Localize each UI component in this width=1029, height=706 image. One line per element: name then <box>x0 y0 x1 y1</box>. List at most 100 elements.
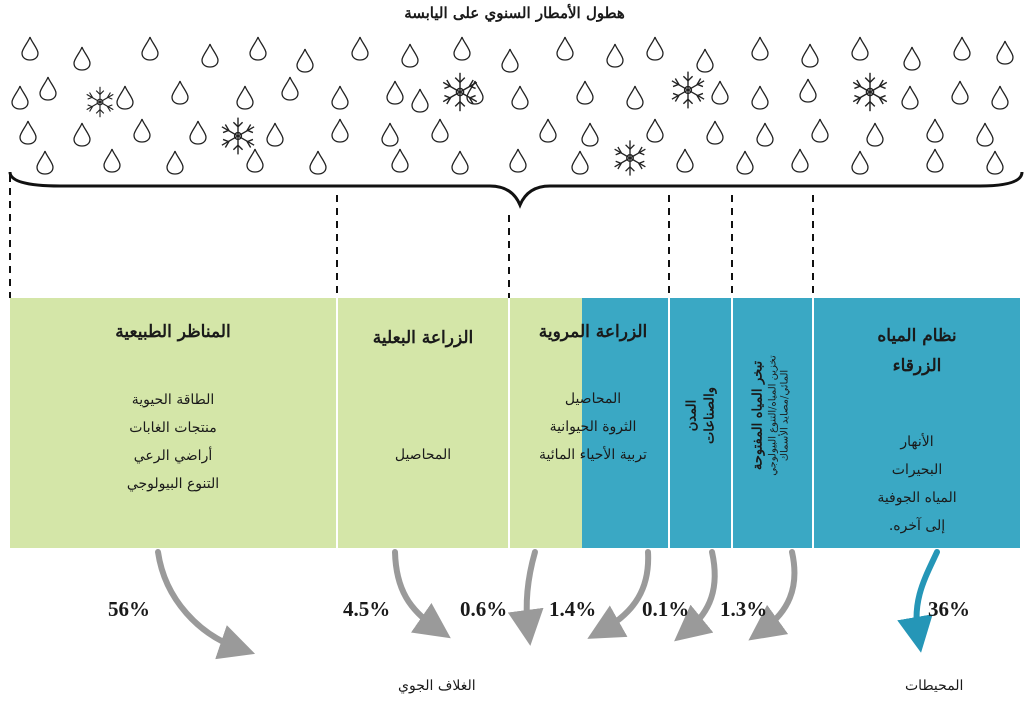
list-item: البحيرات <box>891 462 943 478</box>
raindrop-icon <box>976 122 994 147</box>
raindrop-icon <box>626 85 644 110</box>
irrigated-items: المحاصيل الثروة الحيوانية تربية الأحياء … <box>518 385 668 469</box>
percent-label: 36% <box>928 597 970 621</box>
raindrop-icon <box>646 118 664 143</box>
irrigated-heading: الزراعة المروية <box>538 322 648 342</box>
raindrop-icon <box>751 36 769 61</box>
snowflake-icon <box>442 72 478 112</box>
list-item: المياه الجوفية <box>877 490 957 506</box>
raindrop-icon <box>116 85 134 110</box>
raindrop-icon <box>901 85 919 110</box>
column-heading-line2: الزرقاء <box>892 356 942 376</box>
raindrop-icon <box>501 48 519 73</box>
percent-label: 1.3% <box>720 597 768 621</box>
dashed-dividers <box>9 175 814 298</box>
column-landscapes: المناظر الطبيعية الطاقة الحيوية منتجات ا… <box>10 298 336 548</box>
raindrop-icon <box>571 150 589 175</box>
raindrop-icon <box>381 122 399 147</box>
raindrop-icon <box>676 148 694 173</box>
raindrop-icon <box>751 85 769 110</box>
raindrop-icon <box>996 40 1014 65</box>
column-heading: تبخر المياه المفتوحة <box>750 360 766 471</box>
column-subtext: تخزين المياه/التنوع البيولوجي <box>767 355 779 476</box>
list-item: الأنهار <box>900 434 934 450</box>
raindrop-icon <box>926 118 944 143</box>
column-heading: نظام المياه <box>877 326 957 346</box>
snowflake-icon <box>86 86 114 118</box>
list-item: التنوع البيولوجي <box>126 476 220 492</box>
column-items: الطاقة الحيوية منتجات الغابات أراضي الرع… <box>10 386 336 498</box>
raindrop-icon <box>811 118 829 143</box>
raindrop-icon <box>73 122 91 147</box>
raindrop-icon <box>903 46 921 71</box>
raindrop-field <box>11 36 1014 175</box>
raindrop-icon <box>21 36 39 61</box>
raindrop-icon <box>453 36 471 61</box>
list-item: تربية الأحياء المائية <box>539 447 647 463</box>
raindrop-icon <box>736 150 754 175</box>
raindrop-icon <box>189 120 207 145</box>
column-heading: المدن <box>684 399 700 432</box>
raindrop-icon <box>951 80 969 105</box>
flow-arrows <box>155 549 940 660</box>
raindrop-icon <box>581 122 599 147</box>
raindrop-icon <box>791 148 809 173</box>
raindrop-icon <box>511 85 529 110</box>
list-item: أراضي الرعي <box>133 448 213 464</box>
snowflake-icon <box>852 72 888 112</box>
percent-label: 4.5% <box>343 597 391 621</box>
raindrop-icon <box>171 80 189 105</box>
destination-atmosphere: الغلاف الجوي <box>398 678 476 694</box>
column-blue-water: نظام المياه الزرقاء الأنهار البحيرات الم… <box>814 298 1020 548</box>
raindrop-icon <box>36 150 54 175</box>
raindrop-icon <box>201 43 219 68</box>
brace <box>8 171 1024 209</box>
raindrop-icon <box>606 43 624 68</box>
column-heading: المناظر الطبيعية <box>115 322 231 342</box>
column-heading: الزراعة البعلية <box>372 328 474 348</box>
column-cities-industries: المدن والصناعات <box>670 298 731 548</box>
list-item: منتجات الغابات <box>129 420 217 436</box>
raindrop-icon <box>246 148 264 173</box>
raindrop-icon <box>801 43 819 68</box>
raindrop-icon <box>166 150 184 175</box>
raindrop-icon <box>39 76 57 101</box>
raindrop-icon <box>19 120 37 145</box>
raindrop-icon <box>11 85 29 110</box>
raindrop-icon <box>851 36 869 61</box>
column-subtext: المائي/مصايد الأسماك <box>779 369 791 462</box>
raindrop-icon <box>309 150 327 175</box>
raindrop-icon <box>236 85 254 110</box>
list-item: الطاقة الحيوية <box>131 392 215 408</box>
column-heading-line2: والصناعات <box>702 387 718 444</box>
list-item: إلى آخره. <box>888 518 946 534</box>
column-irrigated-agriculture-blue <box>582 298 668 548</box>
raindrop-icon <box>451 150 469 175</box>
snowflake-icon <box>221 116 255 156</box>
raindrop-icon <box>851 150 869 175</box>
raindrop-icon <box>401 43 419 68</box>
percent-label: 0.6% <box>460 597 508 621</box>
raindrop-icon <box>141 36 159 61</box>
raindrop-icon <box>509 148 527 173</box>
raindrop-icon <box>696 48 714 73</box>
column-rainfed-agriculture: الزراعة البعلية المحاصيل <box>338 298 508 548</box>
raindrop-icon <box>556 36 574 61</box>
snowflake-icon <box>671 70 705 110</box>
raindrop-icon <box>73 46 91 71</box>
raindrop-icon <box>539 118 557 143</box>
raindrop-icon <box>331 85 349 110</box>
raindrop-icon <box>431 118 449 143</box>
raindrop-icon <box>249 36 267 61</box>
raindrop-icon <box>711 80 729 105</box>
raindrop-icon <box>266 122 284 147</box>
raindrop-icon <box>756 122 774 147</box>
percent-label: 56% <box>108 597 150 621</box>
raindrop-icon <box>926 148 944 173</box>
snowflake-field <box>86 70 888 177</box>
percent-label: 0.1% <box>642 597 690 621</box>
diagram-title: هطول الأمطار السنوي على اليابسة <box>404 4 625 22</box>
raindrop-icon <box>331 118 349 143</box>
raindrop-icon <box>991 85 1009 110</box>
